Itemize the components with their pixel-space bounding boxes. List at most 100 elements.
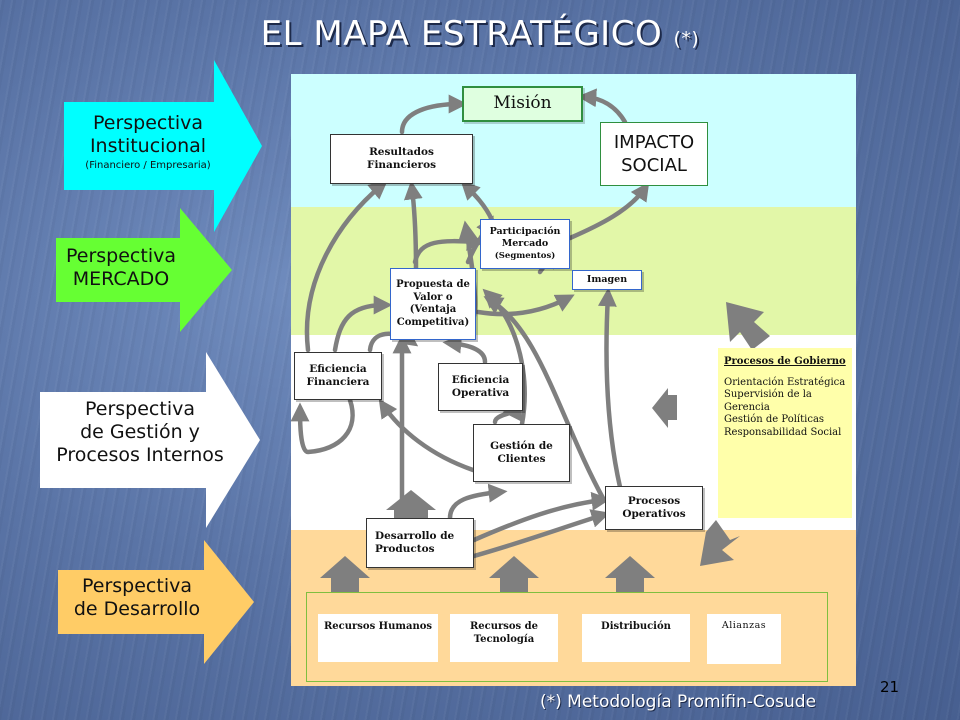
gobierno-item: Responsabilidad Social — [724, 426, 842, 438]
flow-arrow — [399, 94, 468, 135]
block-arrow-diag-up-left — [726, 302, 770, 350]
box-text: Eficiencia — [309, 362, 367, 375]
box-text: Imagen — [586, 274, 628, 286]
label-line: Perspectiva — [85, 398, 195, 420]
perspective-gestion-label: Perspectiva de Gestión y Procesos Intern… — [42, 398, 238, 468]
gobierno-item: Gerencia — [724, 401, 770, 413]
resource-text: Tecnología — [473, 634, 535, 645]
box-text: Procesos — [627, 494, 681, 507]
perspective-institucional-label: Perspectiva Institucional (Financiero / … — [68, 112, 228, 173]
label-line: de Gestión y — [80, 421, 200, 444]
footnote: (*) Metodología Promifin-Cosude — [540, 692, 817, 712]
resource-text: Recursos Humanos — [323, 621, 433, 632]
resources-frame — [306, 592, 828, 682]
flow-arrow — [597, 287, 623, 490]
box-text: Gestión de — [490, 439, 553, 452]
flow-arrow — [492, 402, 522, 425]
resource-distribucion: Distribución — [582, 614, 690, 662]
flow-arrow — [460, 180, 495, 223]
flow-arrow — [442, 334, 488, 365]
page-title: EL MAPA ESTRATÉGICO (*) — [0, 14, 960, 54]
flow-arrow — [577, 88, 628, 125]
box-text: Propuesta de — [396, 279, 470, 290]
label-line: MERCADO — [72, 268, 170, 291]
block-arrow-up — [320, 556, 370, 592]
perspective-desarrollo: Perspectiva de Desarrollo — [58, 540, 258, 664]
box-text: Operativa — [451, 387, 510, 399]
flow-arrow — [567, 181, 650, 241]
arrow-shape-desarrollo — [58, 540, 254, 664]
gobierno-item: Orientación Estratégica — [724, 376, 846, 388]
label-line: Procesos Internos — [56, 444, 224, 467]
arrow-shape-institucional — [64, 60, 262, 232]
box-text: Misión — [493, 93, 552, 114]
label-sub: (Financiero / Empresaria) — [85, 160, 211, 172]
page-number: 21 — [880, 678, 900, 696]
resource-recursos-humanos: Recursos Humanos — [318, 614, 438, 662]
label-line: de Desarrollo — [73, 598, 201, 621]
box-text: Operativos — [622, 508, 686, 520]
box-text: Financiera — [306, 376, 370, 388]
label-line: Perspectiva — [93, 112, 203, 134]
box-text: Desarrollo de — [375, 529, 455, 542]
resource-text: Recursos de — [469, 621, 539, 632]
flow-arrow — [378, 398, 476, 473]
perspective-desarrollo-label: Perspectiva de Desarrollo — [62, 575, 212, 621]
perspective-mercado: Perspectiva MERCADO — [56, 208, 236, 332]
box-imagen: Imagen — [572, 270, 642, 290]
label-line: Perspectiva — [66, 245, 176, 267]
perspective-mercado-label: Perspectiva MERCADO — [56, 245, 186, 291]
box-text: Productos — [375, 543, 435, 555]
gobierno-item: Supervisión de la — [724, 389, 812, 400]
flow-arrow — [471, 509, 611, 559]
box-mision: Misión — [462, 86, 583, 122]
block-arrow-up — [489, 556, 539, 592]
flow-arrow — [447, 483, 508, 521]
label-line: Perspectiva — [82, 575, 192, 597]
block-arrow-up — [386, 490, 436, 518]
resource-recursos-tecnologia: Recursos de Tecnología — [450, 614, 558, 662]
label-line: Institucional — [89, 135, 207, 158]
box-text: Clientes — [497, 453, 546, 465]
block-arrow-diag-down-left — [700, 520, 740, 566]
flow-arrow — [304, 180, 388, 353]
gobierno-title: Procesos de Gobierno — [724, 356, 846, 367]
block-arrow-up — [605, 556, 655, 592]
box-text: Participación — [489, 226, 561, 238]
title-note: (*) — [673, 28, 700, 50]
box-text: (Segmentos) — [494, 250, 556, 261]
arrow-shape-gestion — [40, 352, 260, 528]
box-text: IMPACTO — [613, 131, 695, 153]
box-text: Mercado — [501, 238, 549, 250]
flow-arrow — [471, 491, 611, 543]
flow-arrow — [290, 397, 355, 455]
box-text: Resultados — [369, 145, 434, 158]
resource-text: Distribución — [601, 621, 671, 632]
perspective-gestion: Perspectiva de Gestión y Procesos Intern… — [40, 352, 262, 528]
box-text: Competitiva) — [396, 316, 470, 328]
box-text: Eficiencia — [451, 373, 510, 386]
gobierno-item: Gestión de Políticas — [724, 414, 825, 425]
title-main: EL MAPA ESTRATÉGICO — [260, 14, 663, 54]
block-arrow-left — [652, 388, 677, 428]
box-text: (Ventaja — [409, 304, 457, 315]
flow-arrow — [332, 295, 393, 353]
procesos-gobierno-panel: Procesos de Gobierno Orientación Estraté… — [718, 348, 852, 518]
flow-arrow — [483, 296, 607, 503]
box-text: SOCIAL — [621, 155, 687, 176]
resource-alianzas: Alianzas — [707, 614, 781, 664]
resource-text: Alianzas — [721, 620, 767, 631]
box-text: Financieros — [366, 159, 437, 171]
arrow-shape-mercado — [56, 208, 232, 332]
box-text: Valor o — [413, 291, 453, 303]
